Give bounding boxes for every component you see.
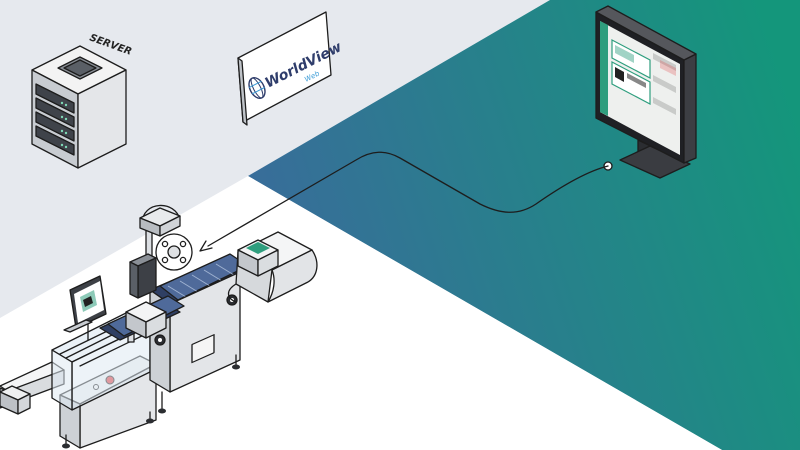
arrow-head-icon bbox=[199, 240, 213, 252]
conveyor-leg bbox=[62, 411, 154, 449]
screen-app-ui bbox=[600, 21, 676, 116]
server-drives bbox=[35, 83, 75, 156]
label-roll-icon bbox=[155, 233, 193, 271]
server-vent-icon bbox=[57, 56, 103, 80]
product-box-on-belt bbox=[125, 301, 167, 339]
inspection-display bbox=[69, 275, 107, 341]
main-conveyor bbox=[149, 253, 249, 414]
product-label bbox=[246, 242, 270, 254]
labelled-product bbox=[237, 239, 279, 277]
label-printer bbox=[129, 204, 193, 299]
monitor bbox=[595, 5, 697, 179]
machine-panel bbox=[191, 334, 215, 364]
network-cable bbox=[207, 151, 609, 247]
product-box bbox=[0, 385, 31, 415]
server-rack bbox=[31, 45, 127, 169]
globe-icon bbox=[248, 76, 266, 100]
